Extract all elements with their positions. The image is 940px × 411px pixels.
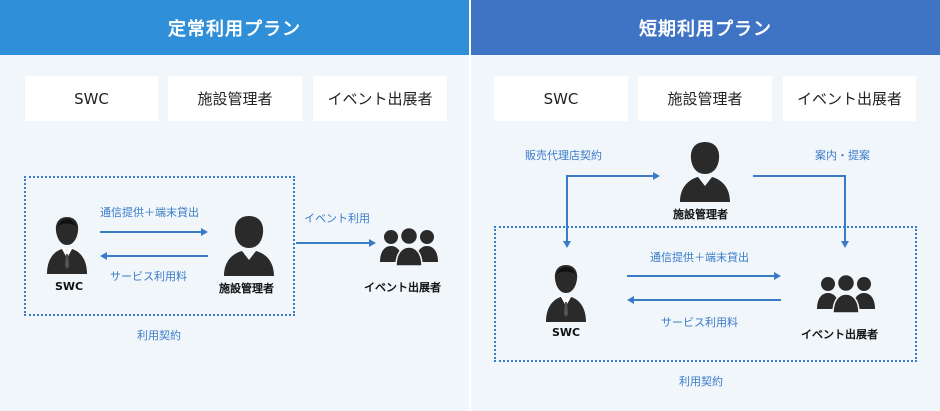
name-exhibitor: イベント出展者 (801, 328, 878, 341)
name-exhibitor: イベント出展者 (364, 281, 441, 294)
arrowhead-agency-right (653, 172, 660, 180)
role-box-exhibitor: イベント出展者 (313, 76, 447, 121)
flow-arrows-short-term (563, 172, 849, 304)
arrowhead-event-use (369, 239, 376, 247)
label-contract: 利用契約 (679, 375, 723, 388)
role-box-swc: SWC (494, 76, 628, 121)
label-service-offer: 通信提供＋端末貸出 (650, 251, 749, 264)
arrow-guidance (753, 175, 846, 242)
role-box-swc: SWC (25, 76, 158, 121)
label-guidance: 案内・提案 (815, 149, 870, 162)
plan-panel-short-term: 短期利用プラン SWC 施設管理者 イベント出展者 販売代理店契約 案内・提案 … (471, 0, 940, 411)
flow-arrows-regular (100, 228, 376, 260)
panel-divider (469, 0, 471, 411)
role-box-exhibitor: イベント出展者 (783, 76, 916, 121)
arrow-agency (566, 175, 654, 242)
arrowhead-fee (627, 296, 634, 304)
arrowhead-offer (774, 272, 781, 280)
name-facility: 施設管理者 (673, 208, 728, 221)
label-service-offer: 通信提供＋端末貸出 (100, 206, 199, 219)
label-service-fee: サービス利用料 (110, 270, 187, 283)
role-box-facility: 施設管理者 (168, 76, 302, 121)
panel-title-regular: 定常利用プラン (0, 0, 469, 55)
label-agency-contract: 販売代理店契約 (525, 149, 602, 162)
panel-title-short-term: 短期利用プラン (471, 0, 940, 55)
label-event-use: イベント利用 (304, 212, 370, 225)
name-facility: 施設管理者 (219, 282, 274, 295)
plan-panel-regular: 定常利用プラン SWC 施設管理者 イベント出展者 通信提供＋端末貸出 サービス… (0, 0, 469, 411)
arrowhead-agency-down (563, 241, 571, 248)
contract-boundary (24, 176, 295, 316)
arrowhead-fee (100, 252, 107, 260)
arrowhead-guidance (841, 241, 849, 248)
role-box-facility: 施設管理者 (638, 76, 772, 121)
name-swc: SWC (552, 326, 581, 339)
name-swc: SWC (55, 280, 84, 293)
contract-boundary (494, 226, 917, 362)
label-contract: 利用契約 (137, 329, 181, 342)
label-service-fee: サービス利用料 (661, 316, 738, 329)
arrowhead-offer (201, 228, 208, 236)
